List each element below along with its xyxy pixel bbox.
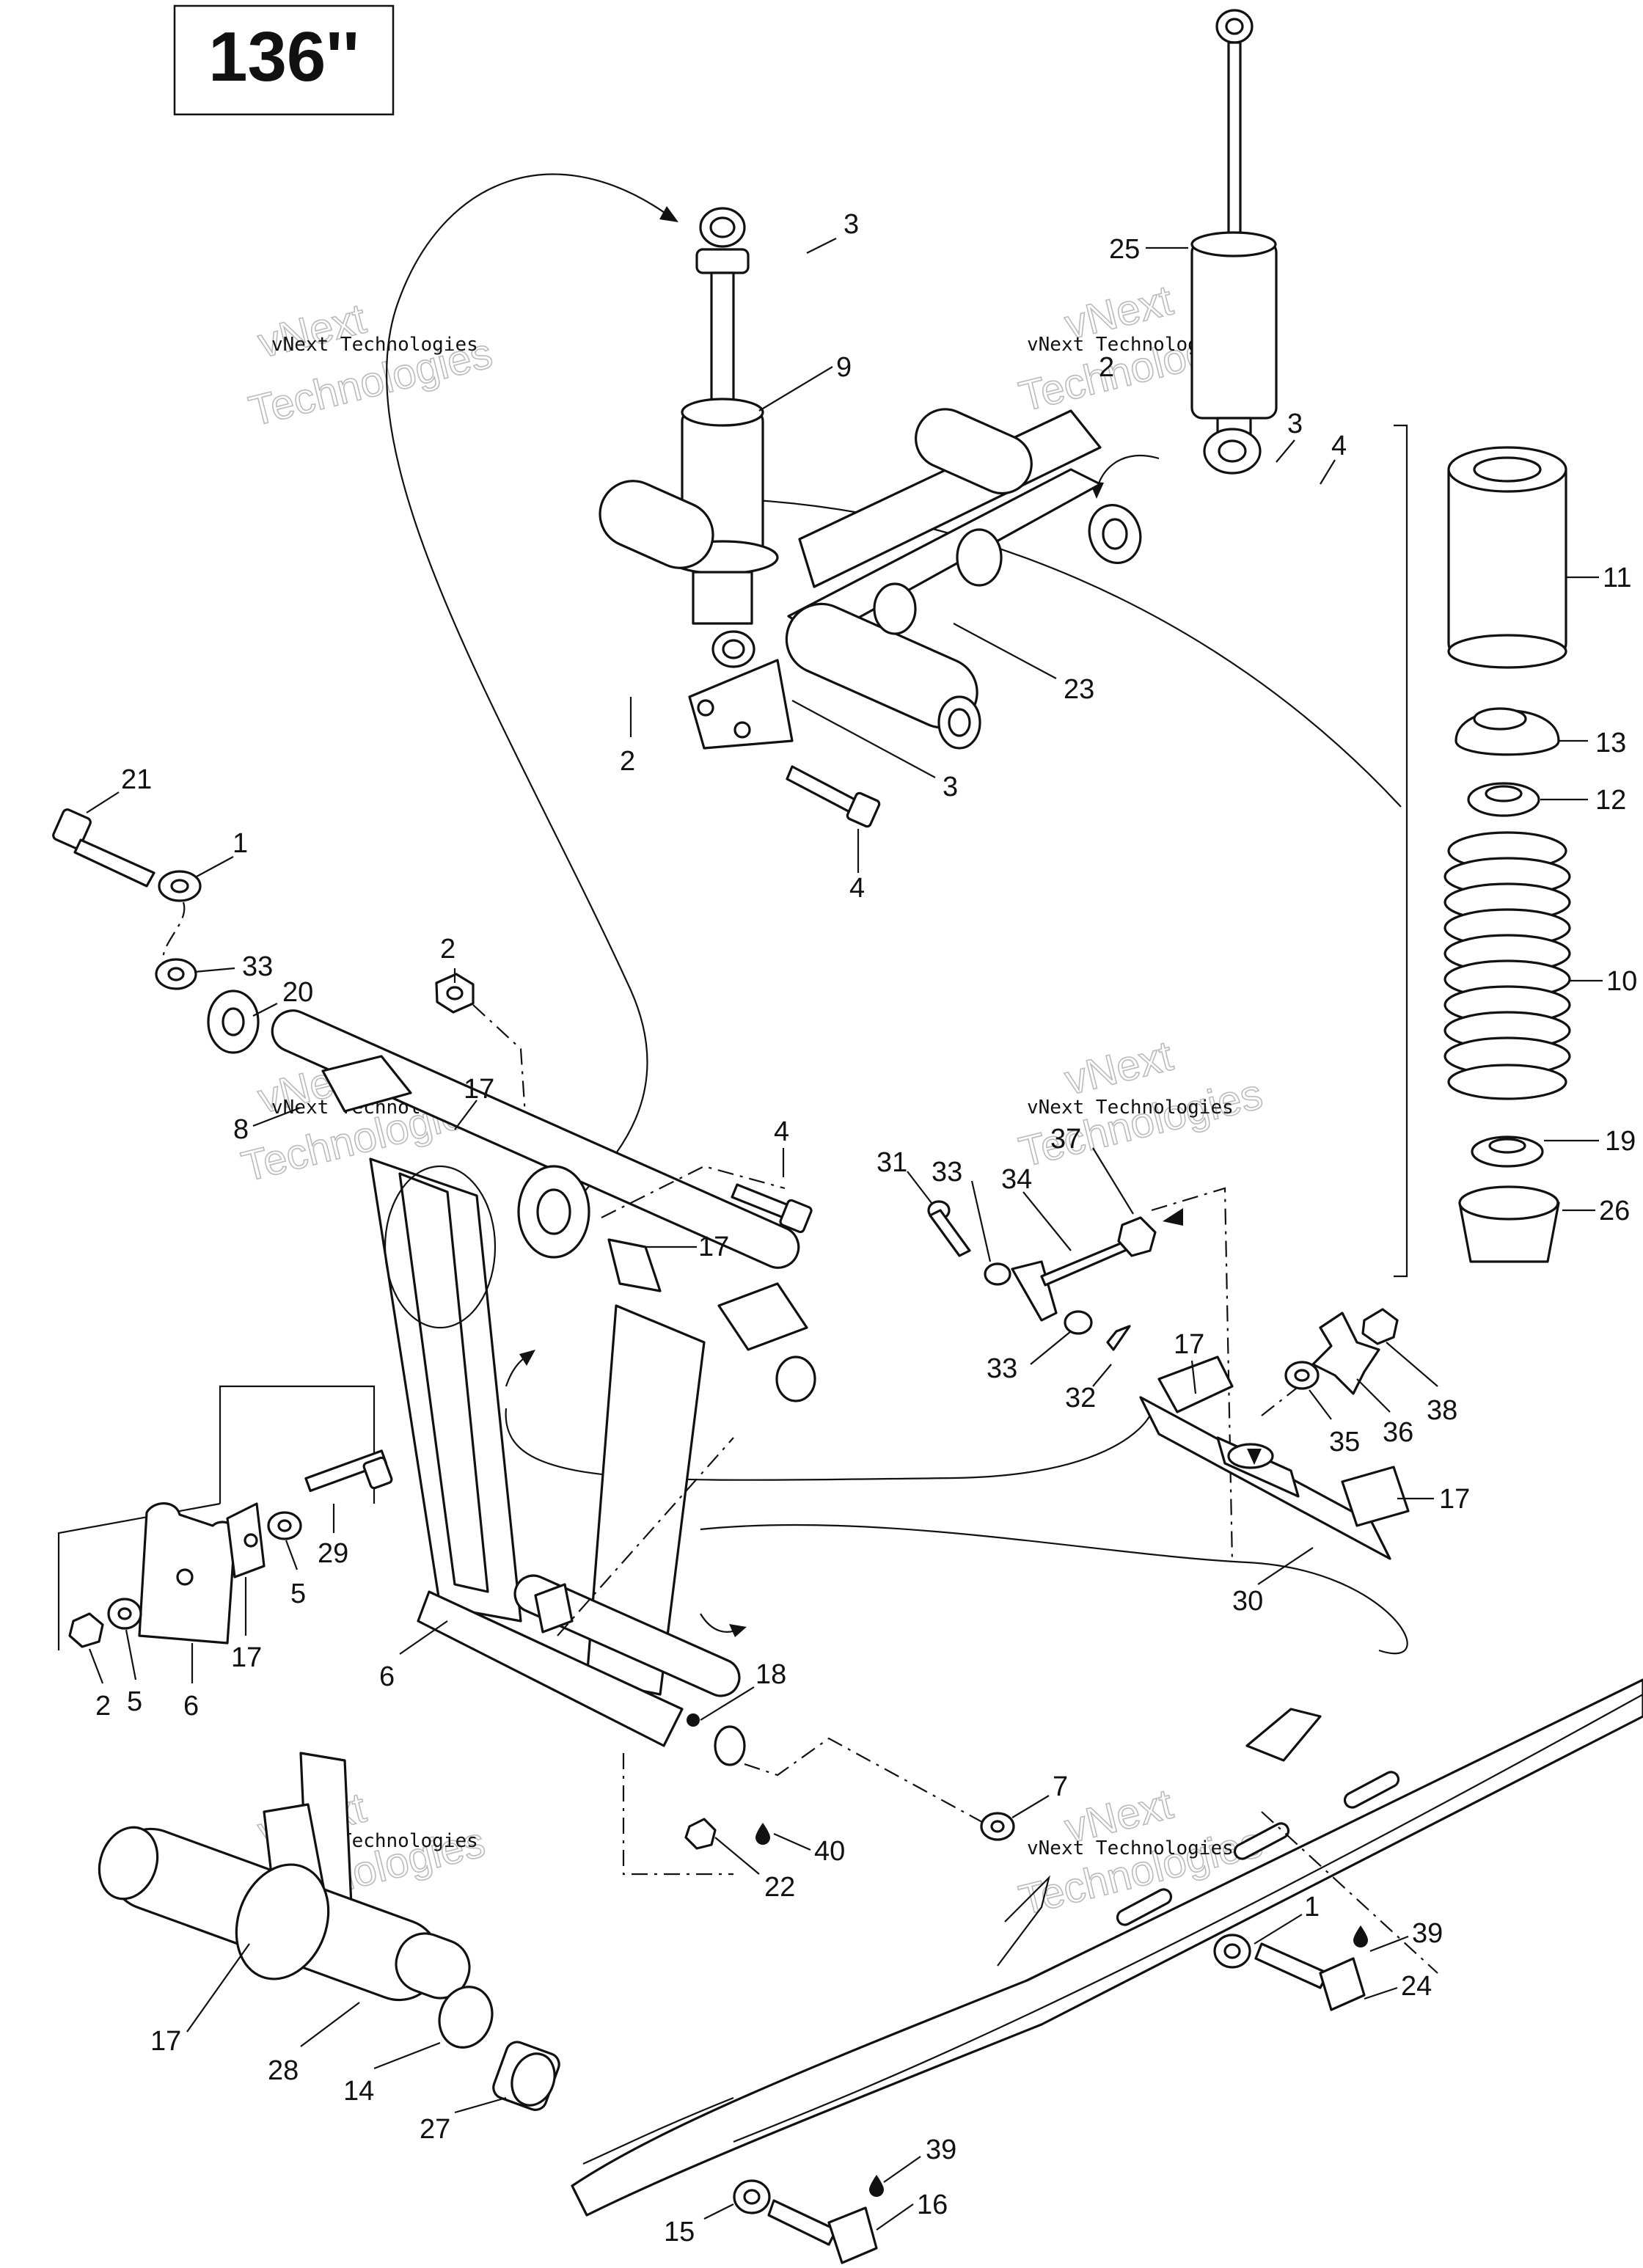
callout-24: 24	[1401, 1971, 1432, 2002]
callout-14: 14	[343, 2076, 374, 2107]
callout-33: 33	[242, 951, 273, 982]
callout-2: 2	[1099, 352, 1114, 383]
front-suspension-arm	[271, 1009, 816, 1766]
upper-left-hardware	[52, 808, 530, 1160]
callout-36: 36	[1383, 1417, 1413, 1448]
callout-39: 39	[926, 2135, 956, 2165]
callout-15: 15	[664, 2217, 695, 2247]
callout-3: 3	[844, 209, 859, 240]
callout-4: 4	[774, 1116, 789, 1147]
callout-17: 17	[150, 2026, 181, 2057]
svg-text:vNext Technologies: vNext Technologies	[1027, 1097, 1234, 1119]
callout-32: 32	[1065, 1383, 1096, 1413]
callout-39: 39	[1412, 1918, 1443, 1949]
svg-text:vNext Technologies: vNext Technologies	[1027, 1837, 1234, 1859]
callout-8: 8	[233, 1114, 249, 1145]
callout-22: 22	[764, 1872, 795, 1903]
callout-2: 2	[95, 1691, 111, 1722]
callout-17: 17	[464, 1074, 494, 1105]
grease-fitting-group	[622, 1737, 1015, 1876]
stopper-slide	[1139, 1308, 1410, 1560]
callout-33: 33	[932, 1157, 962, 1188]
callout-20: 20	[282, 977, 313, 1008]
callout-17: 17	[698, 1232, 729, 1262]
slide-rail	[571, 1678, 1643, 2264]
callout-5: 5	[127, 1686, 142, 1717]
connection-curves	[386, 173, 1408, 1655]
callout-2: 2	[620, 746, 635, 777]
adjuster-hardware	[927, 1187, 1234, 1563]
callout-3: 3	[943, 772, 958, 802]
callout-4: 4	[1331, 431, 1347, 461]
callout-28: 28	[268, 2055, 299, 2086]
callout-17: 17	[231, 1642, 262, 1673]
callout-31: 31	[877, 1147, 907, 1178]
svg-text:vNext Technologies: vNext Technologies	[271, 334, 478, 356]
callout-6: 6	[183, 1691, 199, 1722]
callout-7: 7	[1053, 1771, 1068, 1802]
front-shock-absorber	[666, 207, 779, 668]
callout-1: 1	[1304, 1892, 1320, 1923]
callout-12: 12	[1595, 785, 1626, 816]
callout-labels: 3 25 2 9 3 4 11 23 13 2 3 12 21	[86, 209, 1637, 2247]
watermark: vNext Technologies vNext Technologies	[244, 294, 497, 436]
callout-9: 9	[836, 352, 852, 383]
callout-6: 6	[379, 1661, 395, 1692]
svg-text:vNext: vNext	[253, 295, 370, 367]
callout-33: 33	[987, 1353, 1017, 1384]
callout-37: 37	[1050, 1124, 1081, 1155]
callout-29: 29	[318, 1538, 348, 1569]
callout-25: 25	[1109, 234, 1140, 265]
callout-19: 19	[1605, 1126, 1636, 1157]
callout-40: 40	[814, 1836, 845, 1867]
callout-35: 35	[1329, 1427, 1360, 1457]
spring-assembly	[1394, 424, 1571, 1278]
callout-30: 30	[1232, 1586, 1263, 1617]
callout-2: 2	[440, 934, 455, 965]
callout-38: 38	[1427, 1395, 1457, 1426]
rear-axle-assembly	[98, 1752, 560, 2111]
callout-4: 4	[849, 873, 865, 904]
callout-27: 27	[420, 2114, 450, 2145]
watermark: vNext Technologies vNext Technologies	[1014, 1031, 1267, 1177]
callout-16: 16	[917, 2190, 948, 2220]
callout-5: 5	[290, 1579, 306, 1609]
left-mount-bracket	[57, 1385, 393, 1650]
callout-3: 3	[1287, 409, 1303, 439]
callout-10: 10	[1606, 966, 1637, 997]
callout-17: 17	[1439, 1484, 1470, 1515]
title-box: 136''	[173, 4, 395, 116]
coil-spring	[1443, 831, 1571, 1100]
callout-23: 23	[1064, 674, 1094, 705]
cross-shaft-bracket	[599, 408, 1142, 750]
callout-18: 18	[755, 1659, 786, 1690]
callout-11: 11	[1603, 563, 1631, 593]
diagram-title: 136''	[208, 18, 359, 96]
callout-1: 1	[233, 828, 248, 859]
rear-shock-absorber	[1190, 9, 1278, 475]
callout-34: 34	[1001, 1164, 1032, 1195]
callout-13: 13	[1595, 728, 1626, 758]
callout-26: 26	[1599, 1196, 1630, 1226]
callout-17: 17	[1174, 1329, 1204, 1360]
callout-21: 21	[121, 764, 152, 795]
